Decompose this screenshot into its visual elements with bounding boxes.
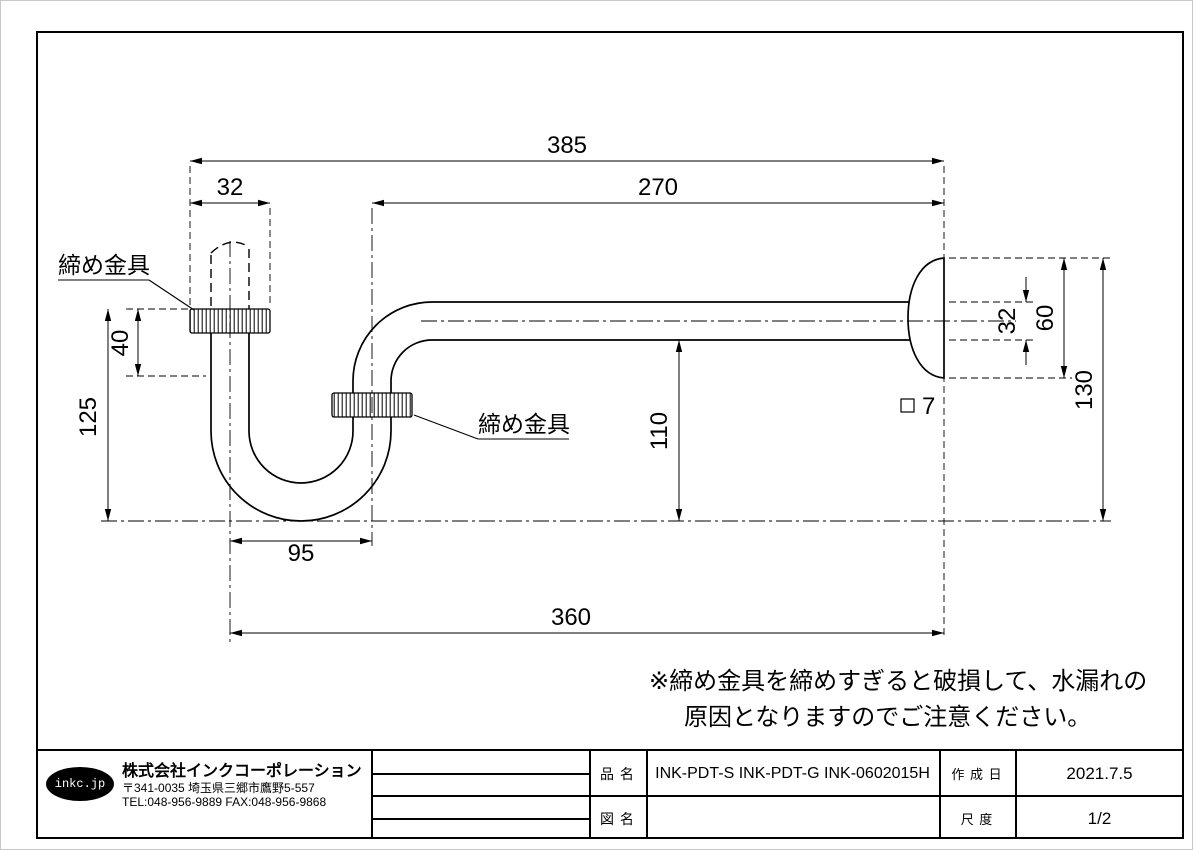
scale-value: 1/2 bbox=[1087, 808, 1112, 828]
company-tel-fax: TEL:048-956-9889 FAX:048-956-9868 bbox=[122, 795, 327, 809]
pipe-outline bbox=[210, 301, 944, 522]
title-block: inkc.jp 株式会社インクコーポレーション 〒341-0035 埼玉県三郷市… bbox=[36, 749, 1184, 839]
company-logo: inkc.jp bbox=[46, 767, 114, 801]
leader-clamp-lower bbox=[413, 414, 479, 440]
centerlines bbox=[101, 208, 1111, 646]
extension-lines bbox=[126, 166, 1111, 638]
revision-row-divider bbox=[371, 773, 589, 775]
wall-flange bbox=[907, 257, 945, 379]
company-name: 株式会社インクコーポレーション bbox=[122, 763, 362, 780]
dimension-lines bbox=[104, 157, 1107, 637]
dim-32-right: 32 bbox=[994, 308, 1021, 335]
clamp-label-upper: 締め金具 bbox=[58, 252, 150, 278]
dim-385: 385 bbox=[547, 132, 587, 159]
part-name-label: 品 名 bbox=[600, 765, 635, 782]
dim-95: 95 bbox=[288, 540, 315, 567]
part-name-value: INK-PDT-S INK-PDT-G INK-0602015H bbox=[655, 764, 930, 782]
dim-110: 110 bbox=[646, 412, 673, 450]
dim-32-top: 32 bbox=[217, 174, 244, 201]
trap-u-outer bbox=[210, 430, 392, 522]
square-symbol bbox=[900, 398, 915, 413]
dim-360: 360 bbox=[551, 604, 591, 631]
caution-note-line1: ※締め金具を締めすぎると破損して、水漏れの bbox=[649, 668, 1147, 695]
clamp-label-lower: 締め金具 bbox=[478, 411, 570, 437]
date-value: 2021.7.5 bbox=[1066, 763, 1133, 783]
dim-130: 130 bbox=[1071, 370, 1098, 410]
dim-60: 60 bbox=[1032, 305, 1059, 332]
trap-u-inner bbox=[248, 430, 354, 484]
revision-row-divider bbox=[371, 795, 589, 797]
company-address: 〒341-0035 埼玉県三郷市鷹野5-557 bbox=[122, 781, 315, 795]
dim-40: 40 bbox=[107, 330, 134, 357]
elbow-inner bbox=[390, 339, 433, 382]
elbow-outer bbox=[352, 301, 433, 382]
scale-label: 尺 度 bbox=[960, 812, 994, 827]
leader-lines bbox=[58, 279, 569, 440]
dimension-texts: 385 270 32 40 125 95 360 110 32 60 130 7 bbox=[75, 132, 1098, 631]
date-label: 作 成 日 bbox=[951, 767, 1003, 782]
title-block-row-divider bbox=[589, 795, 1184, 797]
drawing-name-value bbox=[646, 796, 939, 841]
revision-row-divider bbox=[371, 818, 589, 820]
caution-note: ※締め金具を締めすぎると破損して、水漏れの 原因となりますのでご注意ください。 bbox=[649, 668, 1147, 731]
caution-note-line2: 原因となりますのでご注意ください。 bbox=[684, 704, 1091, 731]
dim-125: 125 bbox=[75, 397, 102, 437]
dim-270: 270 bbox=[638, 174, 678, 201]
leader-clamp-upper bbox=[148, 279, 195, 311]
dim-7: 7 bbox=[922, 393, 935, 420]
drawing-name-label: 図 名 bbox=[600, 810, 635, 827]
